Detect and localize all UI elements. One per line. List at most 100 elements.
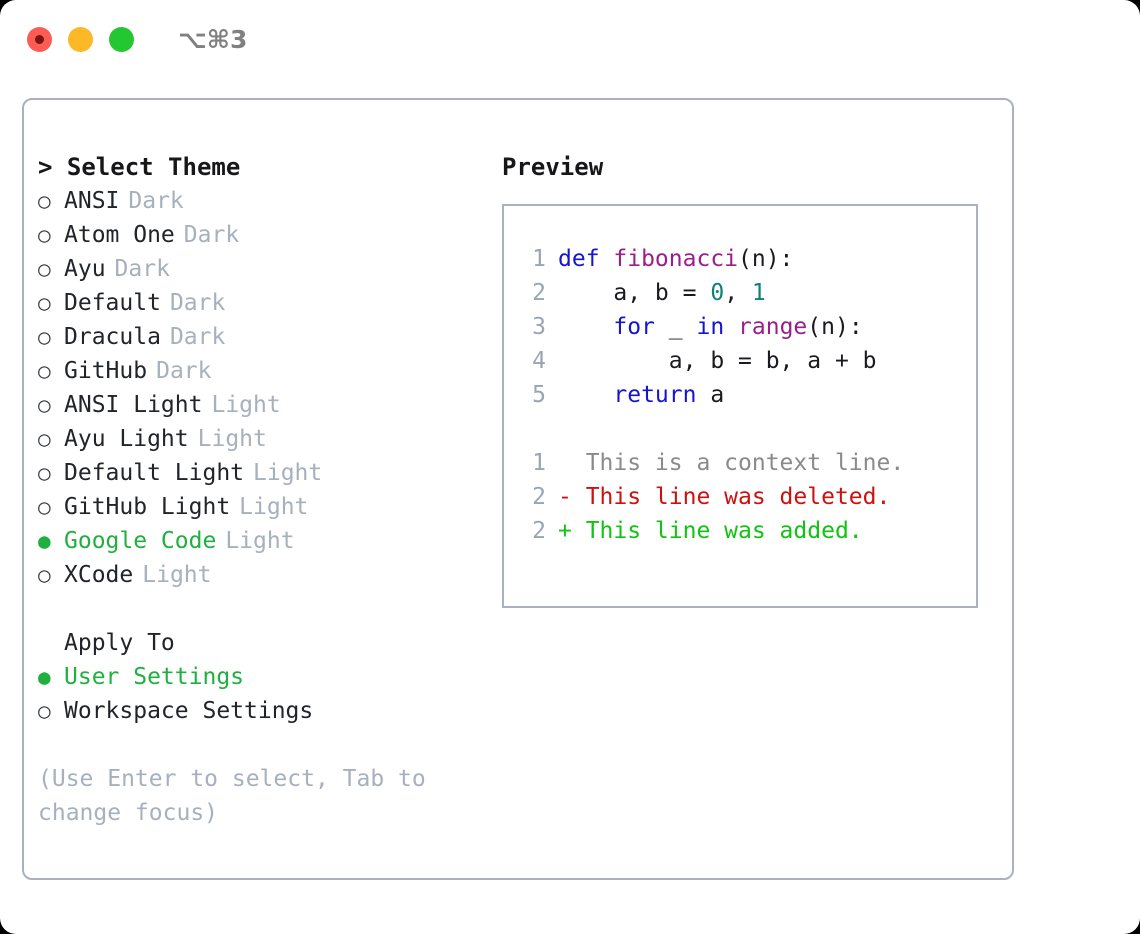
radio-unselected-icon: ○ [38, 291, 51, 315]
code-line-text: for _ in range(n): [558, 310, 863, 344]
theme-option-name: ANSI Light [64, 392, 203, 418]
theme-option-name: Default Light [64, 460, 245, 486]
code-diff-gap [518, 412, 970, 446]
theme-option-kind: Light [211, 392, 281, 418]
code-token: return [613, 382, 697, 408]
radio-unselected-icon: ○ [38, 393, 51, 417]
theme-option[interactable]: ○ GitHub Dark [38, 354, 488, 388]
apply-to-heading: Apply To [64, 630, 175, 656]
radio-selected-icon: ● [38, 665, 51, 689]
theme-option-kind: Dark [183, 222, 240, 248]
theme-option-kind: Light [142, 562, 212, 588]
code-token: in [696, 314, 725, 340]
theme-option-name: GitHub [64, 358, 148, 384]
radio-unselected-icon: ○ [38, 563, 51, 587]
line-number: 2 [532, 280, 546, 306]
code-token: for [613, 314, 655, 340]
code-token: a, b = [558, 280, 711, 306]
code-token: _ [654, 314, 697, 340]
line-number: 5 [532, 382, 546, 408]
theme-option-name: ANSI [64, 188, 120, 214]
radio-unselected-icon: ○ [38, 359, 51, 383]
radio-unselected-icon: ○ [38, 257, 51, 281]
theme-option[interactable]: ○ ANSI Light Light [38, 388, 488, 422]
keyboard-hint: (Use Enter to select, Tab to change focu… [38, 766, 440, 826]
radio-unselected-icon: ○ [38, 325, 51, 349]
code-token [724, 314, 738, 340]
theme-option[interactable]: ○ XCode Light [38, 558, 488, 592]
diff-line-number: 2 [532, 518, 546, 544]
code-token: , [724, 280, 752, 306]
radio-unselected-icon: ○ [38, 461, 51, 485]
code-line: 2 a, b = 0, 1 [518, 276, 970, 310]
radio-unselected-icon: ○ [38, 427, 51, 451]
radio-selected-icon: ● [38, 529, 51, 553]
diff-line: 2- This line was deleted. [518, 480, 970, 514]
theme-option-name: Atom One [64, 222, 175, 248]
code-token: 0 [710, 280, 725, 306]
code-token: def [558, 246, 614, 272]
hint-spacer [38, 728, 488, 762]
code-token: (n): [738, 246, 794, 272]
keyboard-shortcut-label: ⌥⌘3 [178, 24, 248, 54]
theme-option[interactable]: ○ Atom One Dark [38, 218, 488, 252]
apply-to-list[interactable]: ● User Settings ○Workspace Settings [38, 660, 488, 728]
diff-line-number: 2 [532, 484, 546, 510]
code-token: range [738, 314, 808, 340]
theme-option-kind: Dark [128, 188, 184, 214]
code-line: 5 return a [518, 378, 970, 412]
apply-to-option-name: User Settings [64, 664, 245, 690]
diff-line: 2+ This line was added. [518, 514, 970, 548]
apply-to-heading-row: ○ Apply To [38, 626, 488, 660]
radio-unselected-icon: ○ [38, 699, 51, 723]
diff-line-text: This is a context line. [558, 450, 905, 476]
theme-option-kind: Light [225, 528, 295, 554]
theme-option-name: GitHub Light [64, 494, 231, 520]
close-button[interactable] [27, 26, 52, 52]
diff-line-number: 1 [532, 450, 546, 476]
theme-option-kind: Dark [169, 290, 226, 316]
code-line-text: a, b = b, a + b [558, 344, 877, 378]
radio-unselected-icon: ○ [38, 189, 51, 213]
theme-option[interactable]: ○ Default Light Light [38, 456, 488, 490]
apply-to-heading-marker: ○ [38, 626, 64, 660]
radio-unselected-icon: ○ [38, 223, 51, 247]
theme-option-kind: Light [253, 460, 323, 486]
apply-to-option[interactable]: ● User Settings [38, 660, 488, 694]
code-line: 3 for _ in range(n): [518, 310, 970, 344]
minimize-button[interactable] [68, 26, 93, 52]
code-token: 1 [751, 280, 766, 306]
line-number: 1 [532, 246, 546, 272]
theme-option-kind: Dark [169, 324, 226, 350]
code-line-text: a, b = 0, 1 [558, 276, 766, 310]
code-token: fibonacci [613, 246, 739, 272]
theme-option-kind: Dark [114, 256, 170, 282]
maximize-button[interactable] [109, 26, 134, 52]
theme-option[interactable]: ○ ANSI Dark [38, 184, 488, 218]
preview-heading: Preview [502, 153, 604, 181]
code-line-text: def fibonacci(n): [558, 242, 793, 276]
list-spacer [38, 592, 488, 626]
code-token: a, b = b, a + b [558, 348, 877, 374]
apply-to-option[interactable]: ○Workspace Settings [38, 694, 488, 728]
code-token: (n): [807, 314, 863, 340]
theme-option-name: XCode [64, 562, 134, 588]
diff-line: 1 This is a context line. [518, 446, 970, 480]
select-theme-heading: > Select Theme [38, 153, 241, 181]
code-line: 4 a, b = b, a + b [518, 344, 970, 378]
theme-option-kind: Light [197, 426, 267, 452]
theme-option-kind: Dark [156, 358, 212, 384]
title-bar: ⌥⌘3 [0, 0, 1140, 78]
code-token [558, 382, 613, 408]
